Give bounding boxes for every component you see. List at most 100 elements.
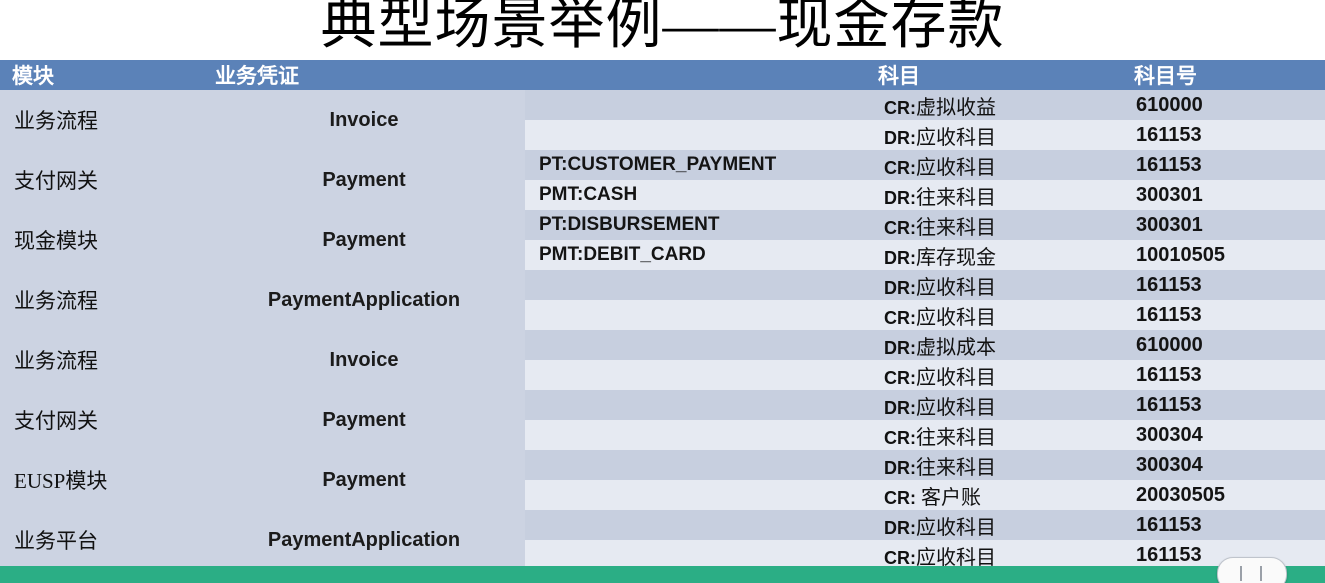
account-side-tag: CR: xyxy=(884,307,916,328)
cell-event-type: PT:DISBURSEMENT xyxy=(525,210,866,240)
column-header-account: 科目 xyxy=(866,60,1122,90)
cell-voucher: Invoice xyxy=(203,90,525,150)
account-side-tag: DR: xyxy=(884,337,916,358)
cell-account-code: 161153 xyxy=(1122,360,1325,390)
cell-account: CR:往来科目 xyxy=(866,210,1122,240)
cell-account: DR:应收科目 xyxy=(866,270,1122,300)
drag-handle-icon[interactable] xyxy=(1217,557,1287,583)
account-side-tag: DR: xyxy=(884,277,916,298)
cell-account: DR:往来科目 xyxy=(866,180,1122,210)
cell-event-type xyxy=(525,330,866,360)
cell-account-code: 161153 xyxy=(1122,120,1325,150)
cell-event-type xyxy=(525,420,866,450)
cell-event-type xyxy=(525,510,866,540)
cell-event-type xyxy=(525,480,866,510)
cell-account: DR:库存现金 xyxy=(866,240,1122,270)
cell-account: DR:虚拟成本 xyxy=(866,330,1122,360)
cell-account: DR:应收科目 xyxy=(866,120,1122,150)
cell-account-code: 161153 xyxy=(1122,150,1325,180)
cell-account-code: 300301 xyxy=(1122,210,1325,240)
grip-line xyxy=(1240,566,1242,581)
cell-event-type: PT:CUSTOMER_PAYMENT xyxy=(525,150,866,180)
column-header-event xyxy=(525,60,866,90)
account-side-tag: CR: xyxy=(884,367,916,388)
cell-event-type xyxy=(525,90,866,120)
cell-account-code: 161153 xyxy=(1122,390,1325,420)
cell-account-code: 300301 xyxy=(1122,180,1325,210)
account-side-tag: DR: xyxy=(884,517,916,538)
cell-module: 业务流程 xyxy=(0,330,203,390)
account-side-tag: CR: xyxy=(884,217,916,238)
account-side-tag: CR: xyxy=(884,427,916,448)
cell-account-code: 161153 xyxy=(1122,270,1325,300)
cell-voucher: Payment xyxy=(203,390,525,450)
cell-event-type: PMT:DEBIT_CARD xyxy=(525,240,866,270)
cell-module: 现金模块 xyxy=(0,210,203,270)
account-side-tag: CR: xyxy=(884,487,916,508)
cell-module: 支付网关 xyxy=(0,390,203,450)
cell-event-type xyxy=(525,270,866,300)
table-header: 模块 业务凭证 科目 科目号 xyxy=(0,60,1325,90)
cell-account-code: 300304 xyxy=(1122,450,1325,480)
account-side-tag: DR: xyxy=(884,187,916,208)
cell-account: CR:应收科目 xyxy=(866,540,1122,570)
account-side-tag: CR: xyxy=(884,547,916,568)
cell-voucher: PaymentApplication xyxy=(203,510,525,570)
account-side-tag: DR: xyxy=(884,457,916,478)
cell-event-type xyxy=(525,300,866,330)
cell-account: CR: 客户账 xyxy=(866,480,1122,510)
cell-account-code: 20030505 xyxy=(1122,480,1325,510)
playback-progress-bar[interactable] xyxy=(0,557,1325,583)
cell-voucher: PaymentApplication xyxy=(203,270,525,330)
cell-module: 支付网关 xyxy=(0,150,203,210)
cell-event-type xyxy=(525,450,866,480)
cell-voucher: Payment xyxy=(203,150,525,210)
cell-account: DR:应收科目 xyxy=(866,510,1122,540)
account-side-tag: DR: xyxy=(884,397,916,418)
cell-module: 业务流程 xyxy=(0,90,203,150)
cell-event-type: PMT:CASH xyxy=(525,180,866,210)
account-side-tag: CR: xyxy=(884,97,916,118)
cell-event-type xyxy=(525,120,866,150)
account-side-tag: DR: xyxy=(884,127,916,148)
cell-event-type xyxy=(525,390,866,420)
cell-account: CR:虚拟收益 xyxy=(866,90,1122,120)
cell-account-code: 610000 xyxy=(1122,330,1325,360)
account-side-tag: DR: xyxy=(884,247,916,268)
cell-account: CR:应收科目 xyxy=(866,300,1122,330)
cell-event-type xyxy=(525,360,866,390)
cell-module: 业务平台 xyxy=(0,510,203,570)
cell-account-code: 300304 xyxy=(1122,420,1325,450)
cell-account: DR:应收科目 xyxy=(866,390,1122,420)
page-title: 典型场景举例——现金存款 xyxy=(320,0,1005,56)
grip-line xyxy=(1260,566,1262,581)
column-header-account-code: 科目号 xyxy=(1122,60,1325,90)
cell-module: 业务流程 xyxy=(0,270,203,330)
cell-account-code: 161153 xyxy=(1122,510,1325,540)
cell-account-code: 10010505 xyxy=(1122,240,1325,270)
cell-account-code: 161153 xyxy=(1122,300,1325,330)
cell-module: EUSP模块 xyxy=(0,450,203,510)
column-header-module: 模块 xyxy=(0,60,203,90)
cell-account-code: 610000 xyxy=(1122,90,1325,120)
cell-voucher: Invoice xyxy=(203,330,525,390)
cell-voucher: Payment xyxy=(203,210,525,270)
cell-account: CR:应收科目 xyxy=(866,150,1122,180)
column-header-voucher: 业务凭证 xyxy=(203,60,525,90)
